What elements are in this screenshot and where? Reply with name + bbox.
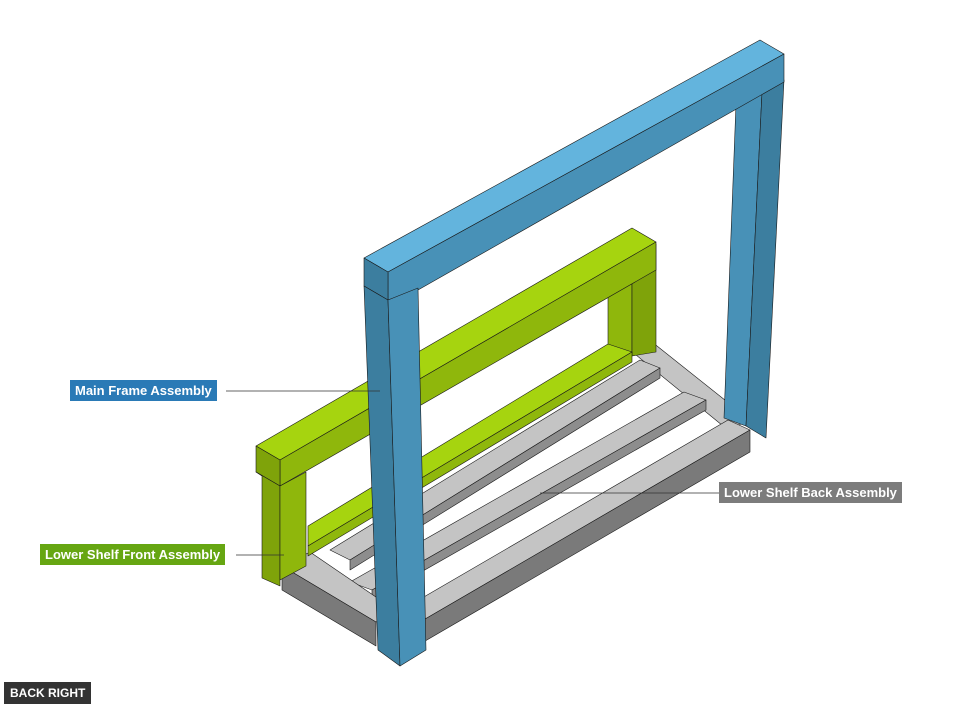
shelf-slat-1-side [349, 367, 661, 571]
lower-shelf-back-assembly-callout: Lower Shelf Back Assembly [719, 482, 902, 503]
view-orientation-label: BACK RIGHT [4, 682, 92, 704]
lower-shelf-front-assembly-callout: Lower Shelf Front Assembly [40, 544, 226, 565]
main-frame-assembly [363, 39, 785, 667]
lower-shelf-back-assembly [281, 341, 751, 647]
leader-lines [226, 390, 722, 556]
main-frame-assembly-callout: Main Frame Assembly [70, 380, 217, 401]
shelf-end-rail-side [281, 565, 377, 647]
blue-left-post-side [387, 287, 427, 667]
green-left-post-side [279, 471, 307, 581]
green-left-post-front [255, 471, 281, 587]
blue-top-beam-top [363, 39, 785, 273]
